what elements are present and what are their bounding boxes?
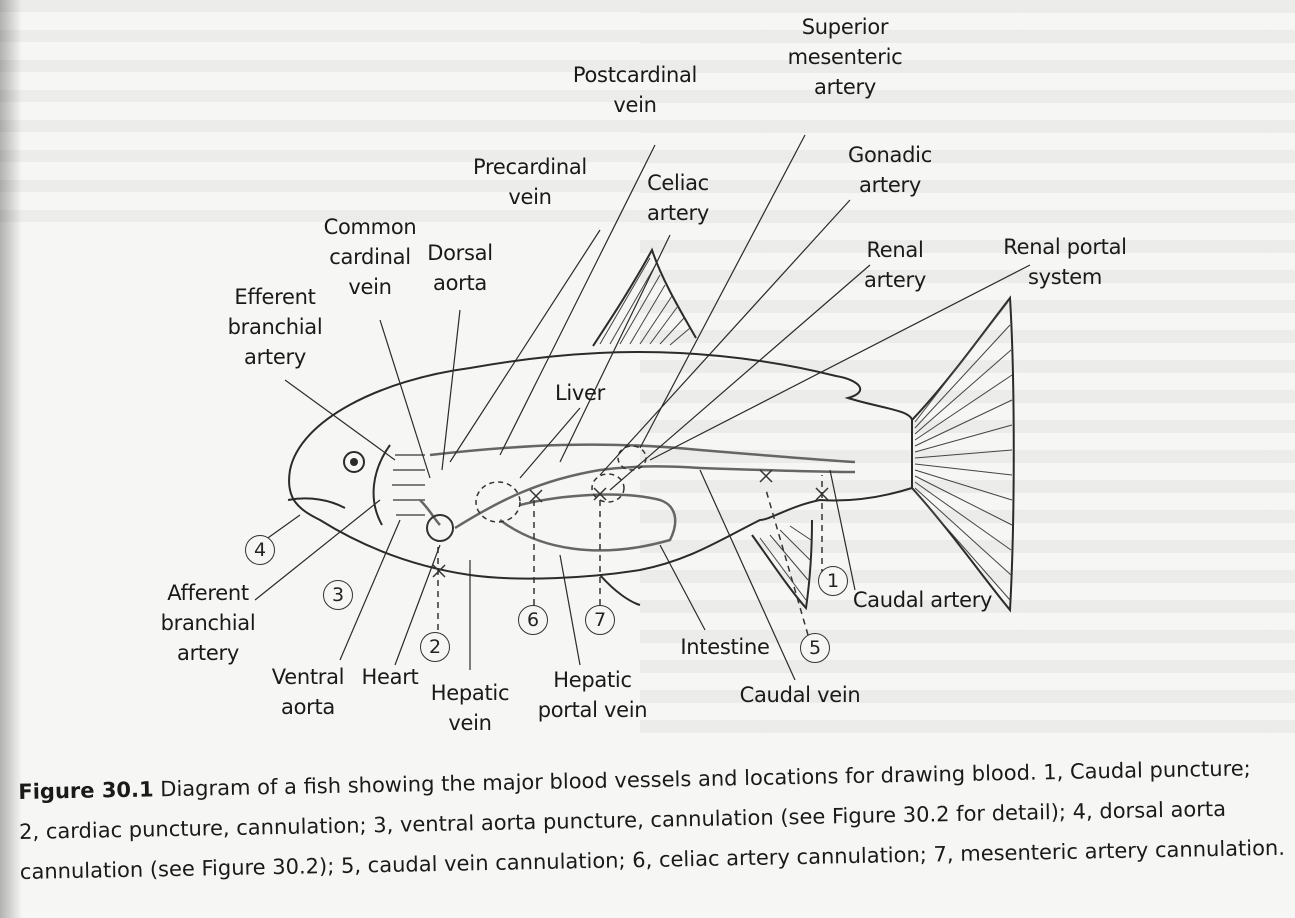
figure-caption: Figure 30.1 Diagram of a fish showing th… [18, 748, 1290, 892]
pelvic-fin [600, 575, 640, 605]
label-caudal-vein: Caudal vein [735, 680, 865, 710]
dorsal-fin [593, 250, 696, 346]
heart-shape [427, 515, 453, 541]
site-marker-4: 4 [245, 535, 275, 565]
label-precardinal-vein: Precardinal vein [465, 152, 595, 212]
label-efferent-branchial-artery: Efferent branchial artery [215, 282, 335, 372]
site-marker-3: 3 [323, 580, 353, 610]
site-marker-5: 5 [800, 633, 830, 663]
dorsal-aorta-vessel [430, 445, 855, 462]
site-marker-7: 7 [585, 605, 615, 635]
label-afferent-branchial-artery: Afferent branchial artery [148, 578, 268, 668]
label-dorsal-aorta: Dorsal aorta [410, 238, 510, 298]
site-marker-6: 6 [518, 605, 548, 635]
label-superior-mesenteric-artery: Superior mesenteric artery [785, 12, 905, 102]
label-gonadic-artery: Gonadic artery [835, 140, 945, 200]
anal-fin [752, 520, 812, 608]
gill-cover [374, 445, 390, 525]
label-hepatic-vein: Hepatic vein [420, 678, 520, 738]
label-intestine: Intestine [670, 632, 780, 662]
site-marker-2: 2 [420, 632, 450, 662]
label-caudal-artery: Caudal artery [850, 585, 995, 615]
label-liver: Liver [545, 378, 615, 408]
figure-number: Figure 30.1 [18, 777, 154, 804]
liver-shape [476, 482, 520, 522]
intestine-vessel [500, 495, 675, 551]
label-renal-portal-system: Renal portal system [990, 232, 1140, 292]
label-ventral-aorta: Ventral aorta [258, 662, 358, 722]
label-renal-artery: Renal artery [845, 235, 945, 295]
label-postcardinal-vein: Postcardinal vein [565, 60, 705, 120]
label-hepatic-portal-vein: Hepatic portal vein [530, 665, 655, 725]
label-celiac-artery: Celiac artery [628, 168, 728, 228]
caudal-vein-vessel [700, 468, 855, 472]
label-heart: Heart [355, 662, 425, 692]
site-marker-1: 1 [818, 566, 848, 596]
